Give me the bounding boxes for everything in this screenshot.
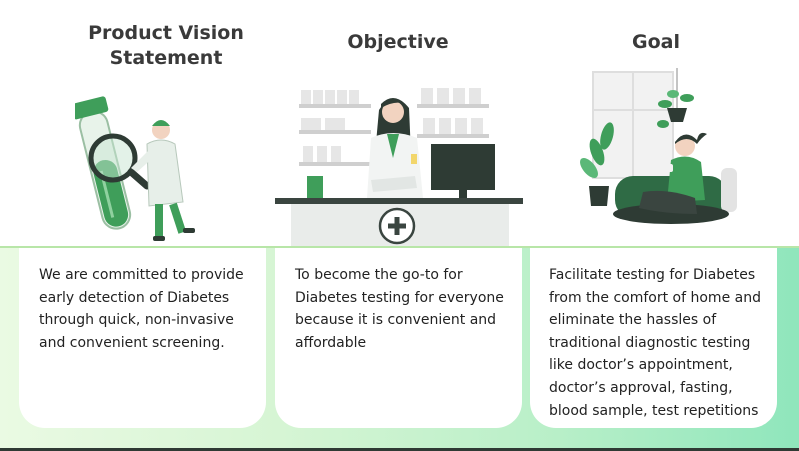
home-illustration bbox=[580, 68, 737, 224]
card-text: To become the go-to for Diabetes testing… bbox=[295, 267, 504, 351]
heading-objective: Objective bbox=[347, 31, 449, 53]
heading-line-2: Statement bbox=[109, 47, 223, 69]
woman-figure bbox=[639, 132, 707, 214]
card-goal: Facilitate testing for Diabetes from the… bbox=[530, 248, 777, 428]
card-product-vision: We are committed to provide early detect… bbox=[19, 248, 266, 428]
hanging-plant-icon bbox=[657, 68, 694, 128]
heading-line-1: Product Vision bbox=[88, 22, 244, 44]
floor-plant-icon bbox=[580, 122, 614, 206]
card-text: We are committed to provide early detect… bbox=[39, 267, 244, 351]
magnifier-icon bbox=[88, 133, 151, 190]
pharmacist-illustration bbox=[275, 88, 523, 248]
monitor-icon bbox=[431, 144, 495, 200]
bottom-divider bbox=[0, 448, 799, 451]
card-text: Facilitate testing for Diabetes from the… bbox=[549, 267, 761, 419]
heading-goal: Goal bbox=[632, 31, 680, 53]
card-objective: To become the go-to for Diabetes testing… bbox=[275, 248, 522, 428]
heading-product-vision: Product Vision Statement bbox=[76, 21, 256, 71]
scientist-illustration bbox=[75, 96, 195, 241]
shelves-icon bbox=[299, 88, 489, 166]
pharmacist-figure bbox=[367, 98, 423, 198]
